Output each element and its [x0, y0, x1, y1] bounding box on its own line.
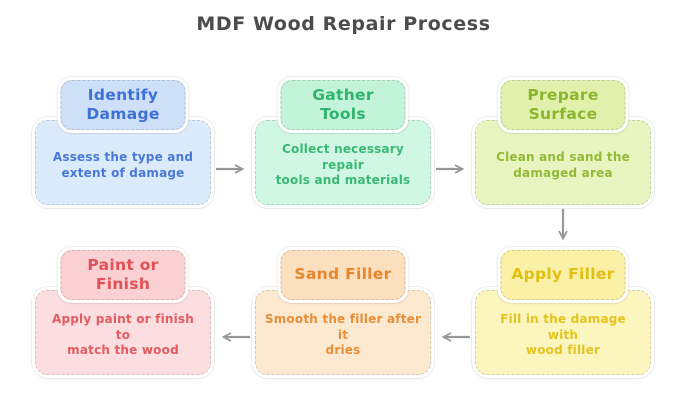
node-header: Sand Filler	[277, 247, 409, 303]
node-description: Smooth the filler after it dries	[264, 312, 422, 358]
node-header: Gather Tools	[277, 77, 409, 133]
node-label: Paint or Finish	[87, 255, 159, 293]
node-header: Paint or Finish	[57, 247, 189, 303]
node-header: Apply Filler	[497, 247, 629, 303]
diagram-title: MDF Wood Repair Process	[196, 13, 491, 35]
node-label: Prepare Surface	[527, 85, 599, 123]
node-description: Fill in the damage with wood filler	[500, 312, 626, 358]
node-prepare-surface: Clean and sand the damaged area Prepare …	[472, 77, 654, 209]
node-label: Apply Filler	[511, 265, 615, 284]
node-label: Sand Filler	[294, 265, 392, 284]
node-header: Identify Damage	[57, 77, 189, 133]
node-sand-filler: Smooth the filler after it dries Sand Fi…	[252, 247, 434, 379]
node-description: Assess the type and extent of damage	[52, 149, 194, 180]
node-label: Gather Tools	[312, 85, 374, 123]
node-header: Prepare Surface	[497, 77, 629, 133]
node-gather-tools: Collect necessary repair tools and mater…	[252, 77, 434, 209]
node-description: Clean and sand the damaged area	[496, 149, 630, 180]
node-paint-or-finish: Apply paint or finish to match the wood …	[32, 247, 214, 379]
node-label: Identify Damage	[86, 85, 160, 123]
node-identify-damage: Assess the type and extent of damage Ide…	[32, 77, 214, 209]
node-description: Collect necessary repair tools and mater…	[275, 142, 411, 188]
node-description: Apply paint or finish to match the wood	[51, 312, 195, 358]
node-apply-filler: Fill in the damage with wood filler Appl…	[472, 247, 654, 379]
